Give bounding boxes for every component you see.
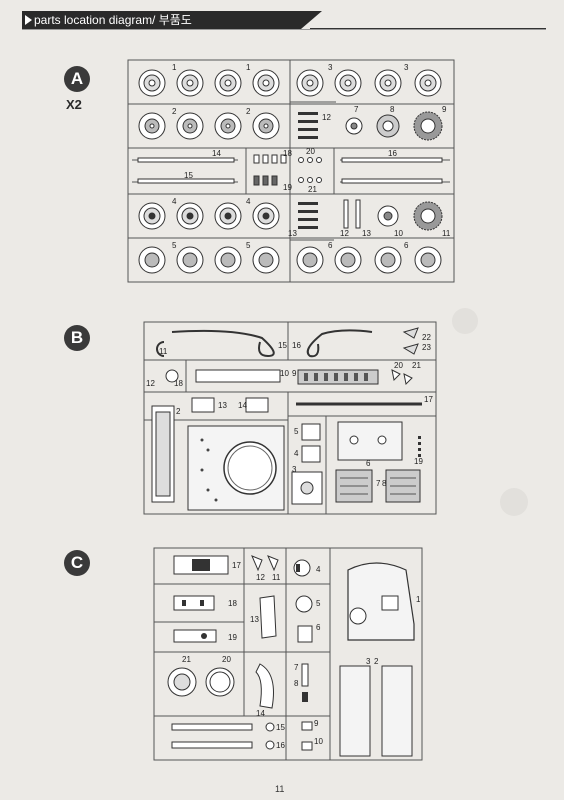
sprue-c-label-15: 15 — [276, 723, 285, 732]
sprue-b-label-12: 12 — [146, 379, 155, 388]
sprue-c-label-21: 21 — [182, 655, 191, 664]
sprue-a-label-13: 13 — [288, 229, 297, 238]
sprue-c-label-8: 8 — [294, 679, 299, 688]
sprue-a-label-15: 15 — [184, 171, 193, 180]
sprue-c-label-3: 3 — [366, 657, 371, 666]
sprue-b-label-14: 14 — [238, 401, 247, 410]
header-rule — [310, 28, 546, 29]
sprue-a-label-8: 8 — [390, 105, 395, 114]
sprue-a-label-2b: 2 — [246, 107, 251, 116]
sprue-a-label-5b: 5 — [246, 241, 251, 250]
sprue-a-label-16: 16 — [388, 149, 397, 158]
sprue-c-label-13: 13 — [250, 615, 259, 624]
sprue-c-label-4: 4 — [316, 565, 321, 574]
sprue-a-label-4: 4 — [172, 197, 177, 206]
sprue-a-label-6b: 6 — [404, 241, 409, 250]
sprue-c-label-16: 16 — [276, 741, 285, 750]
sprue-c-label-18: 18 — [228, 599, 237, 608]
sprue-a-label-19: 19 — [283, 183, 292, 192]
sprue-a-label-3b: 3 — [404, 63, 409, 72]
sprue-b-label-8: 8 — [382, 479, 387, 488]
sprue-a-label-14: 14 — [212, 149, 221, 158]
page-title: parts location diagram/ 부품도 — [34, 13, 192, 27]
sprue-a-badge: A — [64, 66, 90, 92]
sprue-a-label-1: 1 — [172, 63, 177, 72]
sprue-a-label-21: 21 — [308, 185, 317, 194]
sprue-a-label-5: 5 — [172, 241, 177, 250]
sprue-b-label-23: 23 — [422, 343, 431, 352]
sprue-c-label-14: 14 — [256, 709, 265, 718]
page-header: parts location diagram/ 부품도 — [22, 11, 322, 29]
sprue-b-label-7: 7 — [376, 479, 381, 488]
sprue-a-diagram: 1 1 3 3 2 2 12 7 8 9 14 15 16 18 20 19 2… — [127, 59, 455, 283]
sprue-b-label-15: 15 — [278, 341, 287, 350]
sprue-a-label-10: 10 — [394, 229, 403, 238]
sprue-a-label-11: 11 — [442, 229, 451, 238]
sprue-c-label-19: 19 — [228, 633, 237, 642]
sprue-a-quantity: X2 — [66, 97, 82, 112]
sprue-a-label-9: 9 — [442, 105, 447, 114]
sprue-b-label-20: 20 — [394, 361, 403, 370]
sprue-c-label-5: 5 — [316, 599, 321, 608]
sprue-b-label-5: 5 — [294, 427, 299, 436]
sprue-b-label-3: 3 — [292, 465, 297, 474]
sprue-b-label-6: 6 — [366, 459, 371, 468]
sprue-a-label-7: 7 — [354, 105, 359, 114]
sprue-b-label-2: 2 — [176, 407, 181, 416]
header-underline — [22, 29, 546, 30]
sprue-a-label-20: 20 — [306, 147, 315, 156]
sprue-c-label-20: 20 — [222, 655, 231, 664]
sprue-a-label-18: 18 — [283, 149, 292, 158]
sprue-c-label-12: 12 — [256, 573, 265, 582]
sprue-b-label-19: 19 — [414, 457, 423, 466]
sprue-c-label-7: 7 — [294, 663, 299, 672]
sprue-c-label-6: 6 — [316, 623, 321, 632]
sprue-c-label-1: 1 — [416, 595, 421, 604]
background-blemish — [452, 308, 478, 334]
sprue-b-label-17: 17 — [424, 395, 433, 404]
background-blemish — [500, 488, 528, 516]
sprue-b-label-21: 21 — [412, 361, 421, 370]
sprue-c-label-10: 10 — [314, 737, 323, 746]
sprue-a-label-13b: 13 — [362, 229, 371, 238]
sprue-a-label-3: 3 — [328, 63, 333, 72]
sprue-b-label-11: 11 — [159, 347, 168, 356]
sprue-b-label-4: 4 — [294, 449, 299, 458]
sprue-c-diagram: 17 12 11 4 1 18 13 5 6 19 21 20 14 7 8 3… — [153, 547, 423, 761]
sprue-b-label-13: 13 — [218, 401, 227, 410]
sprue-b-label-22: 22 — [422, 333, 431, 342]
sprue-a-label-2: 2 — [172, 107, 177, 116]
play-triangle-icon — [25, 15, 32, 25]
sprue-c-label-2: 2 — [374, 657, 379, 666]
sprue-a-label-6: 6 — [328, 241, 333, 250]
sprue-c-badge: C — [64, 550, 90, 576]
sprue-c-label-11: 11 — [272, 573, 281, 582]
sprue-a-label-12b: 12 — [340, 229, 349, 238]
sprue-b-diagram: 11 15 16 22 23 12 18 10 9 20 21 17 2 13 … — [143, 321, 437, 515]
sprue-c-label-17: 17 — [232, 561, 241, 570]
sprue-c-label-9: 9 — [314, 719, 319, 728]
sprue-a-label-1b: 1 — [246, 63, 251, 72]
sprue-b-label-18: 18 — [174, 379, 183, 388]
page-number: 11 — [275, 784, 285, 794]
sprue-a-label-12: 12 — [322, 113, 331, 122]
sprue-b-label-9: 9 — [292, 369, 297, 378]
sprue-b-label-16: 16 — [292, 341, 301, 350]
sprue-b-badge: B — [64, 325, 90, 351]
sprue-b-label-10: 10 — [280, 369, 289, 378]
sprue-a-label-4b: 4 — [246, 197, 251, 206]
